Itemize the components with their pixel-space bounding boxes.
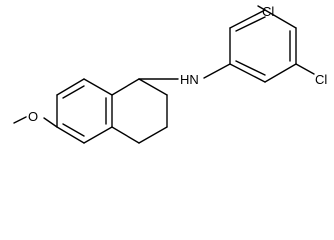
methoxy-oxygen-label: O [28, 109, 38, 124]
ring-bond [229, 63, 266, 83]
structure-drawing: O HN Cl Cl [13, 4, 327, 144]
ring-bond [56, 78, 85, 96]
ring-bond [138, 78, 168, 96]
methyl-bond [13, 116, 27, 124]
amine-label: HN [180, 72, 199, 87]
ring-bond [264, 9, 297, 29]
chlorine-top-label: Cl [262, 4, 274, 19]
chlorine-bottom-label: Cl [315, 72, 327, 87]
ring-bond [83, 126, 113, 144]
ring-bond [111, 78, 140, 96]
ring-bond [56, 126, 85, 144]
ring-double-bond [62, 85, 85, 99]
ring-bond [229, 9, 266, 29]
ring-bond [83, 78, 113, 96]
chlorine-bond [295, 63, 315, 75]
methoxy-bond [43, 117, 58, 128]
ring-bond [264, 63, 297, 83]
ring-bond [138, 126, 168, 144]
ring-double-bond [235, 60, 266, 76]
chlorine-bond [257, 5, 266, 11]
ring-double-bond [235, 16, 266, 32]
ring-bond [111, 126, 140, 144]
ring-double-bond [62, 123, 85, 137]
amine-bond [203, 63, 231, 79]
